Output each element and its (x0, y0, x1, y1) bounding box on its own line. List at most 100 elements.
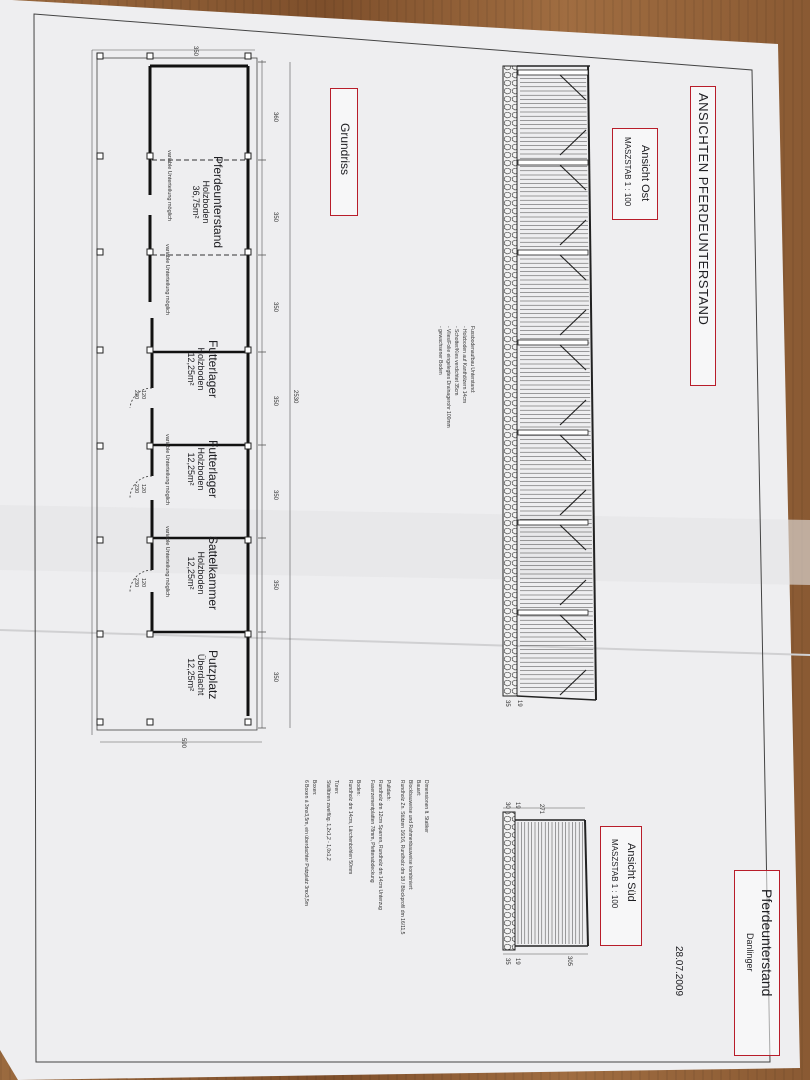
plan-post (96, 346, 104, 354)
floor-plan (91, 49, 291, 743)
south-board-cladding (517, 822, 583, 944)
east-brace (559, 434, 587, 461)
construction-note-line: Faserzementplatten 78mm, Pfettenabdeckun… (369, 780, 375, 883)
room-name: Putzplatz (206, 650, 220, 700)
bay-dim: 360 (272, 112, 278, 123)
total-depth-dim: 590 (180, 738, 186, 749)
title-block-author: Danlinger (745, 933, 755, 972)
construction-note-line: Boxen: (311, 780, 317, 796)
door-size-label: 120 230 (133, 484, 146, 494)
foundation-note: Fussbodenaufbau Unterstand: - Holzboden … (436, 326, 476, 446)
bay-dim: 350 (272, 580, 278, 591)
south-bottom-dim-c: 305 (566, 956, 572, 967)
bay-dim: 350 (272, 302, 278, 313)
east-brace (559, 489, 587, 516)
room-name: Sattelkammer (206, 536, 220, 611)
construction-note-line: Boden: (355, 780, 361, 796)
door-swing-3 (129, 569, 153, 593)
plan-post (96, 152, 104, 160)
room-name: Futterlager (206, 340, 220, 399)
plan-post (146, 152, 154, 160)
room-area: 12,25m² (186, 352, 196, 386)
east-brace (559, 524, 587, 551)
east-brace (559, 254, 587, 281)
south-elevation (502, 807, 589, 955)
plan-post (244, 346, 252, 354)
plan-post (146, 718, 154, 726)
east-brace (559, 614, 587, 641)
east-view-scale: MASZSTAB 1 : 100 (623, 137, 632, 207)
main-title-box: ANSICHTEN PFERDEUNTERSTAND (690, 86, 716, 386)
room-name: Futterlager (206, 440, 220, 499)
east-dim-b: 19 (516, 700, 522, 707)
construction-note-line: Rundholz Zn. Stützen 16/16, Rundholz dm … (399, 780, 405, 935)
door-size-label: 120 230 (133, 390, 146, 400)
plan-post (244, 718, 252, 726)
total-length-dim: 2530 (292, 390, 298, 404)
construction-note-line: 6 Boxen á 3mx3,5m, ein überdachter Putzp… (303, 780, 309, 906)
east-view-title: Ansicht Ost (639, 145, 651, 202)
partition-note: variable Unterteilung möglich (166, 150, 172, 221)
bay-dim: 350 (272, 672, 278, 683)
construction-note-line: Rundholz dm 14cm, Lärchenbohlen 50mm (347, 780, 353, 875)
east-post (517, 249, 589, 256)
partition-note: variable Unterteilung möglich (164, 526, 170, 597)
east-roof-line (587, 65, 597, 701)
plan-posts (96, 52, 252, 726)
foundation-note-line: - Holzboden auf Kanthölzern 14cm (461, 326, 467, 403)
south-bottom-dim-a: 35 (504, 958, 510, 965)
door-size-label: 120 230 (133, 578, 146, 588)
east-brace (559, 579, 587, 606)
plan-post (244, 52, 252, 60)
east-brace (559, 669, 587, 696)
title-block-project: Pferdeunterstand (759, 889, 775, 997)
bay-dim: 350 (272, 212, 278, 223)
south-top-dim-a: 30 (504, 802, 510, 809)
construction-note-line: Stalltüren zweiflüg. 1,2x1,2 - 1,0x1,2 (325, 780, 331, 861)
plan-post (96, 442, 104, 450)
bay-dim: 350 (272, 396, 278, 407)
room-floor: Holzboden (196, 447, 206, 491)
paper-fold (0, 505, 810, 585)
foundation-note-line: - gewachsener Boden (437, 326, 443, 375)
plan-post (96, 718, 104, 726)
construction-note-line: Rundholz dm 12cm Sparren, Rundholz dm 14… (377, 780, 383, 910)
room-floor: Holzboden (196, 347, 206, 391)
foundation-note-line: - Vlies/Folie eingelegtes Drainagerohr 1… (445, 326, 451, 428)
door-swing-1 (129, 387, 153, 409)
room-floor: Überdacht (196, 653, 206, 696)
east-post (517, 339, 589, 346)
east-brace (559, 164, 587, 191)
east-post (517, 609, 589, 616)
south-stone-wall (502, 811, 516, 951)
plan-post (96, 630, 104, 638)
room-area: 36,75m² (191, 185, 201, 219)
east-brace (559, 219, 587, 246)
foundation-note-title: Fussbodenaufbau Unterstand: (469, 326, 475, 394)
east-brace (559, 74, 587, 101)
east-brace (559, 129, 587, 156)
plan-post (146, 536, 154, 544)
plan-post (96, 52, 104, 60)
plan-post (244, 536, 252, 544)
plan-post (146, 52, 154, 60)
construction-notes-lines: Bauart:Blockbauweise und Rahmenbauweise … (302, 780, 422, 1010)
construction-note-line: Bauart: (415, 780, 421, 797)
east-dim-a: 35 (504, 700, 510, 707)
east-post (517, 69, 589, 76)
south-top-dim-c: 271 (538, 804, 544, 815)
east-brace (559, 344, 587, 371)
plan-post (146, 248, 154, 256)
plan-outline (96, 57, 258, 731)
bay-dim: 350 (272, 490, 278, 501)
east-post (517, 519, 589, 526)
main-title: ANSICHTEN PFERDEUNTERSTAND (696, 93, 711, 326)
stone-foundation-wall (502, 65, 518, 697)
construction-note-line: Pultdach: (385, 780, 391, 801)
plan-post (244, 152, 252, 160)
